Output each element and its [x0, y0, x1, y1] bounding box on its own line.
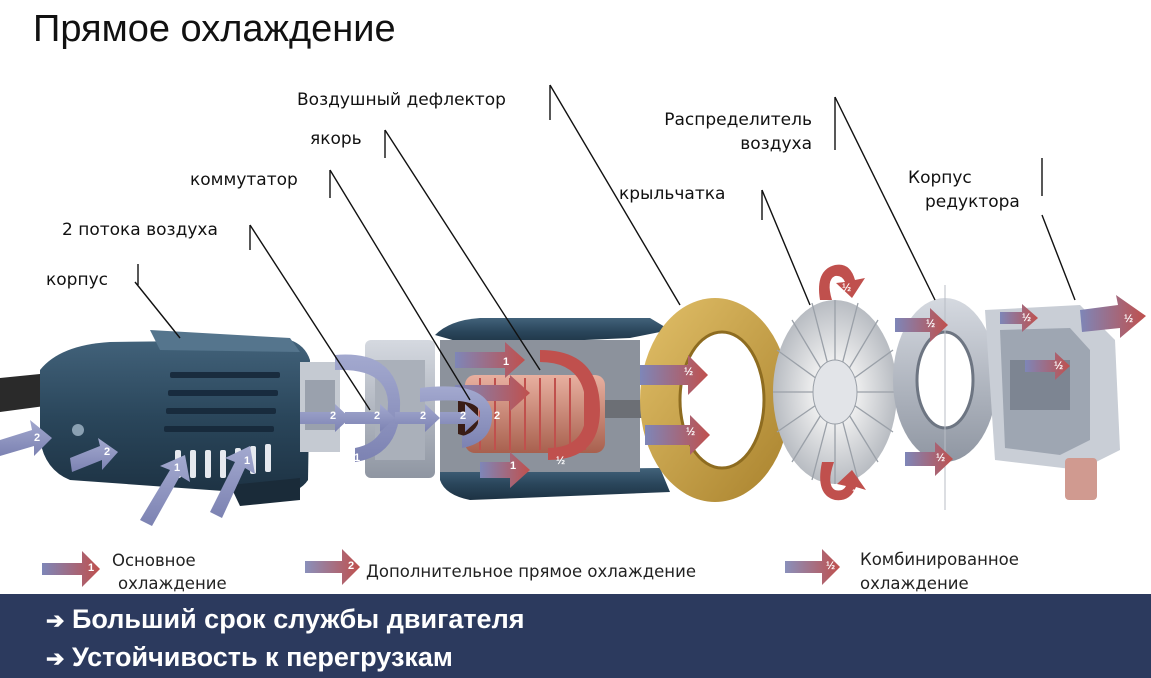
label-anchor: якорь: [310, 129, 362, 149]
label-distributor-2: воздуха: [740, 134, 812, 154]
benefit-item: ➔ Устойчивость к перегрузкам: [46, 642, 453, 673]
mark-half-9: ½: [1054, 360, 1064, 372]
mark-main-5: 1: [510, 460, 517, 472]
mark-half-10: ½: [1124, 313, 1134, 325]
legend-additional: Дополнительное прямое охлаждение: [366, 562, 696, 581]
label-distributor-1: Распределитель: [664, 110, 812, 130]
label-housing: корпус: [46, 270, 108, 290]
benefit-item: ➔ Больший срок службы двигателя: [46, 604, 524, 635]
page-title: Прямое охлаждение: [33, 8, 396, 50]
turn-arrows: [540, 264, 866, 501]
mark-add-4: 2: [374, 410, 381, 422]
mark-add-6: 2: [460, 410, 467, 422]
benefit-text: Устойчивость к перегрузкам: [72, 642, 453, 672]
label-gear-housing-1: Корпус: [908, 168, 972, 188]
label-commutator: коммутатор: [190, 170, 298, 190]
mark-half-6: ½: [926, 318, 936, 330]
benefits-banner: ➔ Больший срок службы двигателя ➔ Устойчив…: [0, 594, 1151, 678]
mark-main-3: 1: [174, 462, 181, 474]
mark-main-4: 1: [244, 455, 251, 467]
legend-combined-line2: охлаждение: [860, 574, 969, 593]
gear-housing: [985, 305, 1120, 500]
mark-half-4: ½: [842, 282, 852, 294]
legend-main-line2: охлаждение: [118, 574, 227, 593]
right-arrow-icon: ➔: [46, 646, 65, 671]
mark-half-1: ½: [684, 366, 694, 378]
label-impeller: крыльчатка: [619, 184, 726, 204]
legend-main-mark: 1: [88, 562, 95, 574]
airflow-arrows: [455, 295, 1146, 488]
label-two-flows: 2 потока воздуха: [62, 220, 218, 240]
mark-half-5: ½: [852, 488, 862, 500]
mark-half-8: ½: [1022, 312, 1032, 324]
mark-half-2: ½: [686, 426, 696, 438]
air-distributor: [893, 285, 997, 510]
mark-main-2: 1: [354, 452, 361, 464]
air-deflector: [640, 298, 790, 502]
mark-add-3: 2: [330, 410, 337, 422]
mark-half-7: ½: [936, 452, 946, 464]
mark-main-1: 1: [503, 356, 510, 368]
legend-main-line1: Основное: [112, 551, 196, 570]
right-arrow-icon: ➔: [46, 608, 65, 633]
mark-half-3: ½: [556, 455, 566, 467]
blue-flow-arrows: [0, 354, 493, 526]
callout-lines: [134, 84, 1076, 411]
legend-combined-mark: ½: [826, 560, 836, 572]
legend-add-mark: 2: [348, 560, 355, 572]
mark-add-2: 2: [104, 446, 111, 458]
mark-add-1: 2: [34, 432, 41, 444]
label-deflector: Воздушный дефлектор: [297, 90, 506, 110]
mark-add-5: 2: [420, 410, 427, 422]
label-gear-housing-2: редуктора: [925, 192, 1020, 212]
impeller: [773, 300, 897, 484]
legend-combined-line1: Комбинированное: [860, 550, 1019, 569]
mark-add-7: 2: [494, 410, 501, 422]
benefit-text: Больший срок службы двигателя: [72, 604, 525, 634]
legend-arrows: [42, 549, 840, 587]
